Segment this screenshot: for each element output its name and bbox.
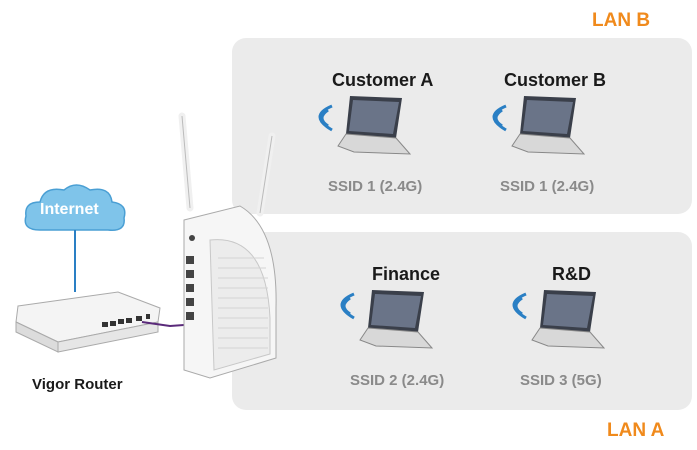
laptop-icon bbox=[359, 290, 434, 349]
ssid-label: SSID 1 (2.4G) bbox=[500, 178, 595, 195]
access-point-icon bbox=[178, 112, 277, 379]
lan-a-zone bbox=[232, 232, 692, 410]
internet-link-line bbox=[74, 230, 76, 292]
laptop-icon bbox=[511, 96, 586, 155]
lan-b-zone bbox=[232, 38, 692, 214]
ssid-label: SSID 1 (2.4G) bbox=[328, 178, 423, 195]
lan-b-label: LAN B bbox=[592, 10, 651, 31]
laptop-icon bbox=[337, 96, 412, 155]
router-label: Vigor Router bbox=[32, 376, 123, 393]
client-name: R&D bbox=[552, 264, 591, 284]
wifi-waves-icon bbox=[492, 104, 507, 132]
lan-a-label: LAN A bbox=[607, 420, 665, 441]
client-name: Customer B bbox=[504, 70, 607, 90]
client-name: Finance bbox=[372, 264, 441, 284]
wifi-waves-icon bbox=[318, 104, 333, 132]
ssid-label: SSID 3 (5G) bbox=[520, 372, 602, 389]
laptop-icon bbox=[531, 290, 606, 349]
wifi-waves-icon bbox=[340, 292, 355, 320]
wifi-waves-icon bbox=[512, 292, 527, 320]
internet-label: Internet bbox=[40, 201, 99, 218]
client-name: Customer A bbox=[332, 70, 434, 90]
ssid-label: SSID 2 (2.4G) bbox=[350, 372, 445, 389]
internet-cloud-icon bbox=[24, 184, 126, 231]
vigor-router-icon bbox=[15, 291, 161, 353]
